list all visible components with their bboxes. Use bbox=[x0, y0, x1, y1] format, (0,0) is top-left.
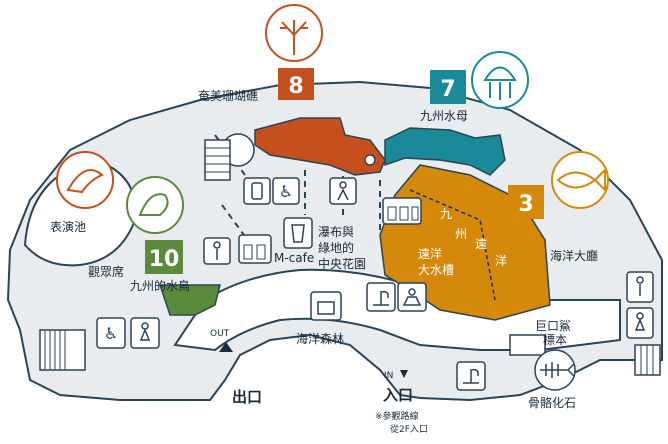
area-label-seats: 觀眾席 bbox=[88, 264, 124, 279]
fountain-icon bbox=[366, 282, 396, 312]
restroom-woman-icon bbox=[130, 317, 160, 349]
area-label-ocean-hall: 海洋大廳 bbox=[550, 248, 598, 263]
svg-text:♿: ♿ bbox=[279, 182, 293, 201]
baby-icon bbox=[243, 177, 271, 205]
in-arrow-icon bbox=[400, 370, 408, 378]
zone-number-3: 3 bbox=[518, 192, 533, 217]
restroom-woman-icon bbox=[626, 307, 654, 339]
tank-label-v1b: 州 bbox=[455, 227, 467, 241]
zone-label-jellyfish: 九州水母 bbox=[420, 109, 468, 123]
zone-badge-3 bbox=[508, 185, 544, 219]
shop-icon bbox=[310, 291, 342, 321]
route-note-1: ※參觀路線 bbox=[375, 410, 419, 422]
area-label-shark-2: 標本 bbox=[543, 333, 567, 347]
zone-number-10: 10 bbox=[149, 247, 180, 272]
coral-reef-zone bbox=[254, 117, 386, 176]
fish-icon bbox=[551, 151, 609, 209]
area-label-skeleton: 骨骼化石 bbox=[528, 395, 576, 410]
tank-label-v2b: 洋 bbox=[495, 253, 507, 268]
area-label-garden-2: 綠地的 bbox=[318, 240, 354, 255]
bird-zone bbox=[158, 284, 221, 316]
restroom-man-icon bbox=[626, 271, 654, 303]
zone-badge-10 bbox=[145, 240, 183, 274]
bird-icon bbox=[126, 176, 184, 234]
area-label-garden-3: 中央花園 bbox=[318, 256, 366, 271]
restroom-man-icon bbox=[329, 177, 357, 205]
restroom-man-icon bbox=[203, 237, 231, 265]
elevator-icon bbox=[238, 234, 272, 264]
route-note-2: 從2F入口 bbox=[390, 423, 428, 435]
jellyfish-zone bbox=[384, 127, 506, 176]
exit-label: 出口 bbox=[232, 388, 262, 406]
zone-badge-7 bbox=[430, 70, 466, 104]
area-label-forest: 海洋森林 bbox=[296, 331, 344, 346]
zone-label-birds: 九州的水鳥 bbox=[130, 278, 190, 293]
area-label-show-pool: 表演池 bbox=[50, 219, 86, 234]
fountain-icon bbox=[456, 361, 486, 391]
stairs-icon bbox=[39, 329, 86, 371]
corridor bbox=[173, 268, 621, 352]
zone-badge-8 bbox=[278, 68, 314, 100]
svg-text:♿: ♿ bbox=[104, 324, 118, 343]
area-label-shark-1: 巨口鯊 bbox=[535, 319, 571, 333]
tank-label-main-1: 遠洋 bbox=[418, 246, 442, 261]
cup-icon bbox=[283, 217, 313, 249]
coinlocker-icon bbox=[397, 282, 427, 312]
area-label-mcafe: M-cafe bbox=[274, 251, 314, 265]
wheelchair-icon: ♿ bbox=[272, 177, 300, 205]
jellyfish-icon bbox=[471, 51, 529, 109]
entrance-label: 入口 bbox=[383, 386, 413, 404]
out-label: OUT bbox=[210, 329, 230, 339]
stairs-icon bbox=[204, 139, 231, 181]
tank-label-main-2: 大水槽 bbox=[418, 263, 454, 277]
tank-label-v2a: 遠 bbox=[475, 237, 487, 251]
out-arrow-icon bbox=[219, 342, 233, 352]
in-label: IN bbox=[384, 371, 393, 381]
coral-icon bbox=[265, 4, 323, 62]
zone-number-7: 7 bbox=[440, 77, 455, 102]
area-label-garden-1: 瀑布與 bbox=[318, 225, 354, 239]
zone-number-8: 8 bbox=[288, 74, 303, 99]
fish-skeleton-icon bbox=[534, 349, 576, 391]
stairs-icon bbox=[634, 344, 661, 376]
tank-label-v1a: 九 bbox=[440, 207, 452, 221]
dolphin-icon bbox=[56, 151, 114, 209]
wheelchair-icon: ♿ bbox=[96, 317, 126, 349]
zone-label-amami: 奄美珊瑚礁 bbox=[198, 88, 258, 103]
elevator-icon bbox=[382, 197, 422, 225]
coral-pillar bbox=[364, 154, 376, 166]
shark-display bbox=[509, 334, 546, 356]
